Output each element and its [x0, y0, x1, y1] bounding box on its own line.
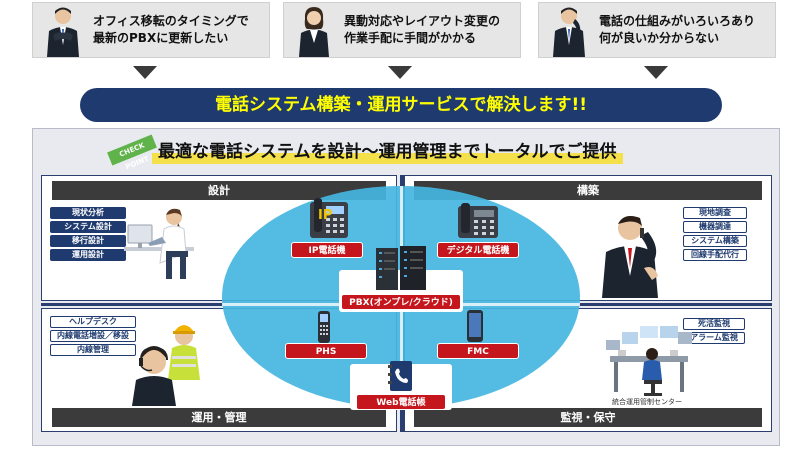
tag-operate: 内線管理	[50, 344, 136, 356]
label-phs: PHS	[285, 343, 367, 359]
tag-operate: 内線電話増設／移設	[50, 330, 136, 342]
tag-operate: ヘルプデスク	[50, 316, 136, 328]
tag-monitor: 死活監視	[683, 318, 745, 330]
support-staff-icon	[132, 325, 200, 406]
headline: 最適な電話システムを設計～運用管理までトータルでご提供	[152, 140, 623, 164]
quadrant-design-title: 設計	[52, 181, 386, 200]
quadrant-build-title: 構築	[414, 181, 762, 200]
problem-text: 電話の仕組みがいろいろあり 何が良いか分からない	[599, 14, 756, 45]
arrow-down-icon	[388, 66, 412, 79]
quadrant-operate-title: 運用・管理	[52, 408, 386, 427]
tag-build: 機器調達	[683, 221, 747, 233]
center-label: 統合運用管制センター	[612, 398, 682, 406]
solution-banner: 電話システム構築・運用サービスで解決します!!	[80, 88, 722, 122]
label-ip-phone: IP電話機	[291, 242, 363, 258]
arrow-down-icon	[644, 66, 668, 79]
phonebook-icon	[388, 361, 412, 391]
tag-build: システム構築	[683, 235, 747, 247]
server-rack-icon	[376, 246, 426, 290]
control-center-icon	[606, 326, 692, 396]
ip-mark: IP	[318, 208, 333, 223]
tag-design: 移行設計	[50, 235, 126, 247]
phs-handset-icon	[318, 311, 330, 343]
ip-phone-icon	[310, 198, 348, 238]
problem-text: 異動対応やレイアウト変更の 作業手配に手間がかかる	[344, 14, 501, 45]
label-fmc: FMC	[437, 343, 519, 359]
problem-card-2: 異動対応やレイアウト変更の 作業手配に手間がかかる	[283, 2, 521, 58]
tag-design: 現状分析	[50, 207, 126, 219]
businessman-icon	[553, 7, 585, 57]
quadrant-monitor-title: 監視・保守	[414, 408, 762, 427]
label-pbx: PBX(オンプレ/クラウド)	[341, 294, 461, 310]
arrow-down-icon	[133, 66, 157, 79]
smartphone-icon	[467, 310, 483, 342]
businessman-icon	[47, 7, 79, 57]
tag-design: 運用設計	[50, 249, 126, 261]
problem-text: オフィス移転のタイミングで 最新のPBXに更新したい	[93, 14, 249, 45]
designer-at-desk-icon	[124, 208, 194, 279]
digital-phone-icon	[458, 203, 498, 238]
engineer-on-phone-icon	[602, 216, 658, 298]
label-web-phonebook: Web電話帳	[356, 394, 446, 410]
tag-build: 現地調査	[683, 207, 747, 219]
problem-card-3: 電話の仕組みがいろいろあり 何が良いか分からない	[538, 2, 776, 58]
tag-design: システム設計	[50, 221, 126, 233]
businesswoman-icon	[299, 7, 329, 57]
problem-card-1: オフィス移転のタイミングで 最新のPBXに更新したい	[32, 2, 270, 58]
label-digital-phone: デジタル電話機	[437, 242, 519, 258]
tag-build: 回線手配代行	[683, 249, 747, 261]
